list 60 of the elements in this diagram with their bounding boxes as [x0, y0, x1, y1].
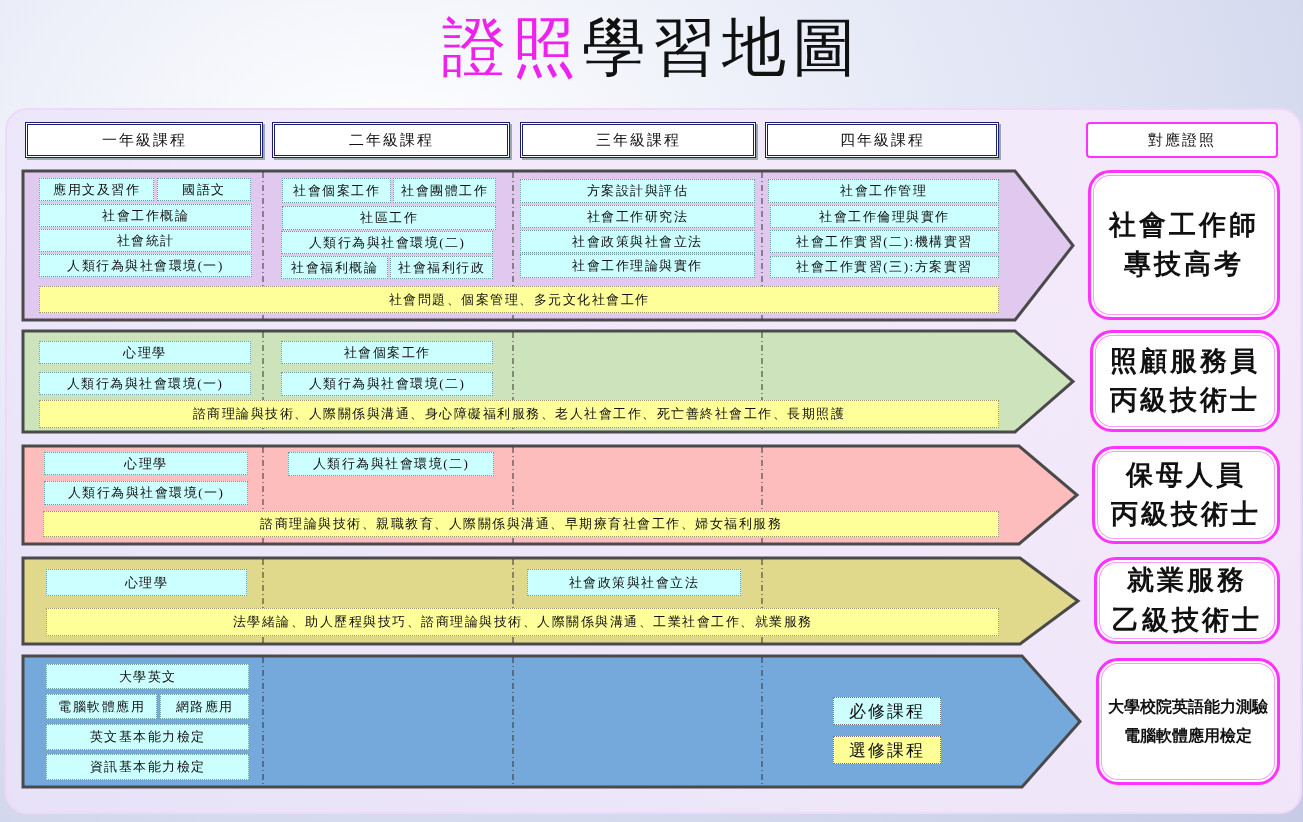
certificate-name: 乙級技術士: [1112, 603, 1262, 637]
certificate-name: 專技高考: [1124, 248, 1244, 281]
course-box: 人類行為與社會環境(二): [288, 452, 494, 476]
course-box: 心理學: [39, 341, 251, 364]
course-box: 社會工作研究法: [520, 205, 755, 228]
legend-swatch: 選修課程: [833, 736, 941, 764]
course-box: 社區工作: [282, 206, 496, 230]
column-header: 四年級課程: [765, 122, 999, 158]
course-box: 人類行為與社會環境(一): [44, 481, 248, 505]
elective-course-bar: 諮商理論與技術、人際關係與溝通、身心障礙福利服務、老人社會工作、死亡善終社會工作、長期照護: [39, 400, 999, 428]
course-box: 社會福利概論: [281, 256, 388, 279]
certificate-name: 大學校院英語能力測驗: [1108, 696, 1268, 717]
course-box: 方案設計與評估: [520, 179, 755, 203]
certificate-box: [1094, 557, 1280, 644]
certificate-name: 就業服務: [1127, 564, 1247, 598]
course-box: 應用文及習作: [39, 178, 154, 201]
certificate-box: [1092, 446, 1280, 544]
column-header: 一年級課程: [25, 122, 263, 158]
course-box: 英文基本能力檢定: [46, 724, 249, 750]
course-box: 社會個案工作: [282, 178, 391, 203]
course-box: 社會個案工作: [281, 341, 493, 364]
course-box: 社會工作管理: [768, 179, 999, 203]
certificate-name: 丙級技術士: [1110, 384, 1260, 417]
course-box: 人類行為與社會環境(一): [39, 372, 251, 395]
course-box: 社會政策與社會立法: [527, 569, 741, 596]
course-box: 心理學: [46, 569, 247, 596]
course-box: 人類行為與社會環境(一): [39, 254, 252, 277]
certificate-box: [1088, 170, 1280, 320]
legend-swatch: 必修課程: [833, 697, 941, 725]
certificate-box: [1096, 658, 1280, 785]
course-box: 社會政策與社會立法: [520, 230, 755, 253]
certificate-name: 電腦軟體應用檢定: [1124, 725, 1252, 746]
course-box: 社會工作概論: [39, 204, 252, 227]
course-box: 電腦軟體應用: [46, 694, 157, 719]
elective-course-bar: 法學緒論、助人歷程與技巧、諮商理論與技術、人際關係與溝通、工業社會工作、就業服務: [46, 608, 999, 636]
certificate-name: 丙級技術士: [1111, 498, 1261, 531]
column-header: 二年級課程: [272, 122, 510, 158]
certificate-name: 照顧服務員: [1110, 344, 1260, 378]
course-box: 社會福利行政: [390, 256, 493, 279]
title: 證照學習地圖: [441, 12, 862, 83]
certificate-name: 社會工作師: [1109, 208, 1259, 242]
certificate-box: [1090, 330, 1280, 432]
course-box: 社會工作倫理與實作: [770, 205, 999, 228]
course-box: 社會統計: [39, 229, 252, 252]
course-box: 國語文: [157, 178, 251, 201]
course-box: 社會工作實習(二):機構實習: [770, 230, 999, 253]
course-box: 心理學: [44, 452, 248, 475]
column-header: 對應證照: [1086, 122, 1278, 158]
course-box: 人類行為與社會環境(二): [281, 372, 493, 396]
elective-course-bar: 社會問題、個案管理、多元文化社會工作: [39, 286, 999, 313]
elective-course-bar: 諮商理論與技術、親職教育、人際關係與溝通、早期療育社會工作、婦女福利服務: [43, 511, 999, 537]
course-box: 網路應用: [160, 694, 249, 719]
course-box: 大學英文: [46, 664, 249, 689]
course-box: 人類行為與社會環境(二): [281, 231, 493, 254]
column-header: 三年級課程: [520, 122, 756, 158]
course-box: 社會工作實習(三):方案實習: [770, 256, 999, 278]
course-box: 社會工作理論與實作: [520, 254, 755, 278]
certificate-name: 保母人員: [1126, 458, 1246, 492]
course-box: 資訊基本能力檢定: [46, 754, 249, 780]
course-box: 社會團體工作: [393, 178, 496, 203]
